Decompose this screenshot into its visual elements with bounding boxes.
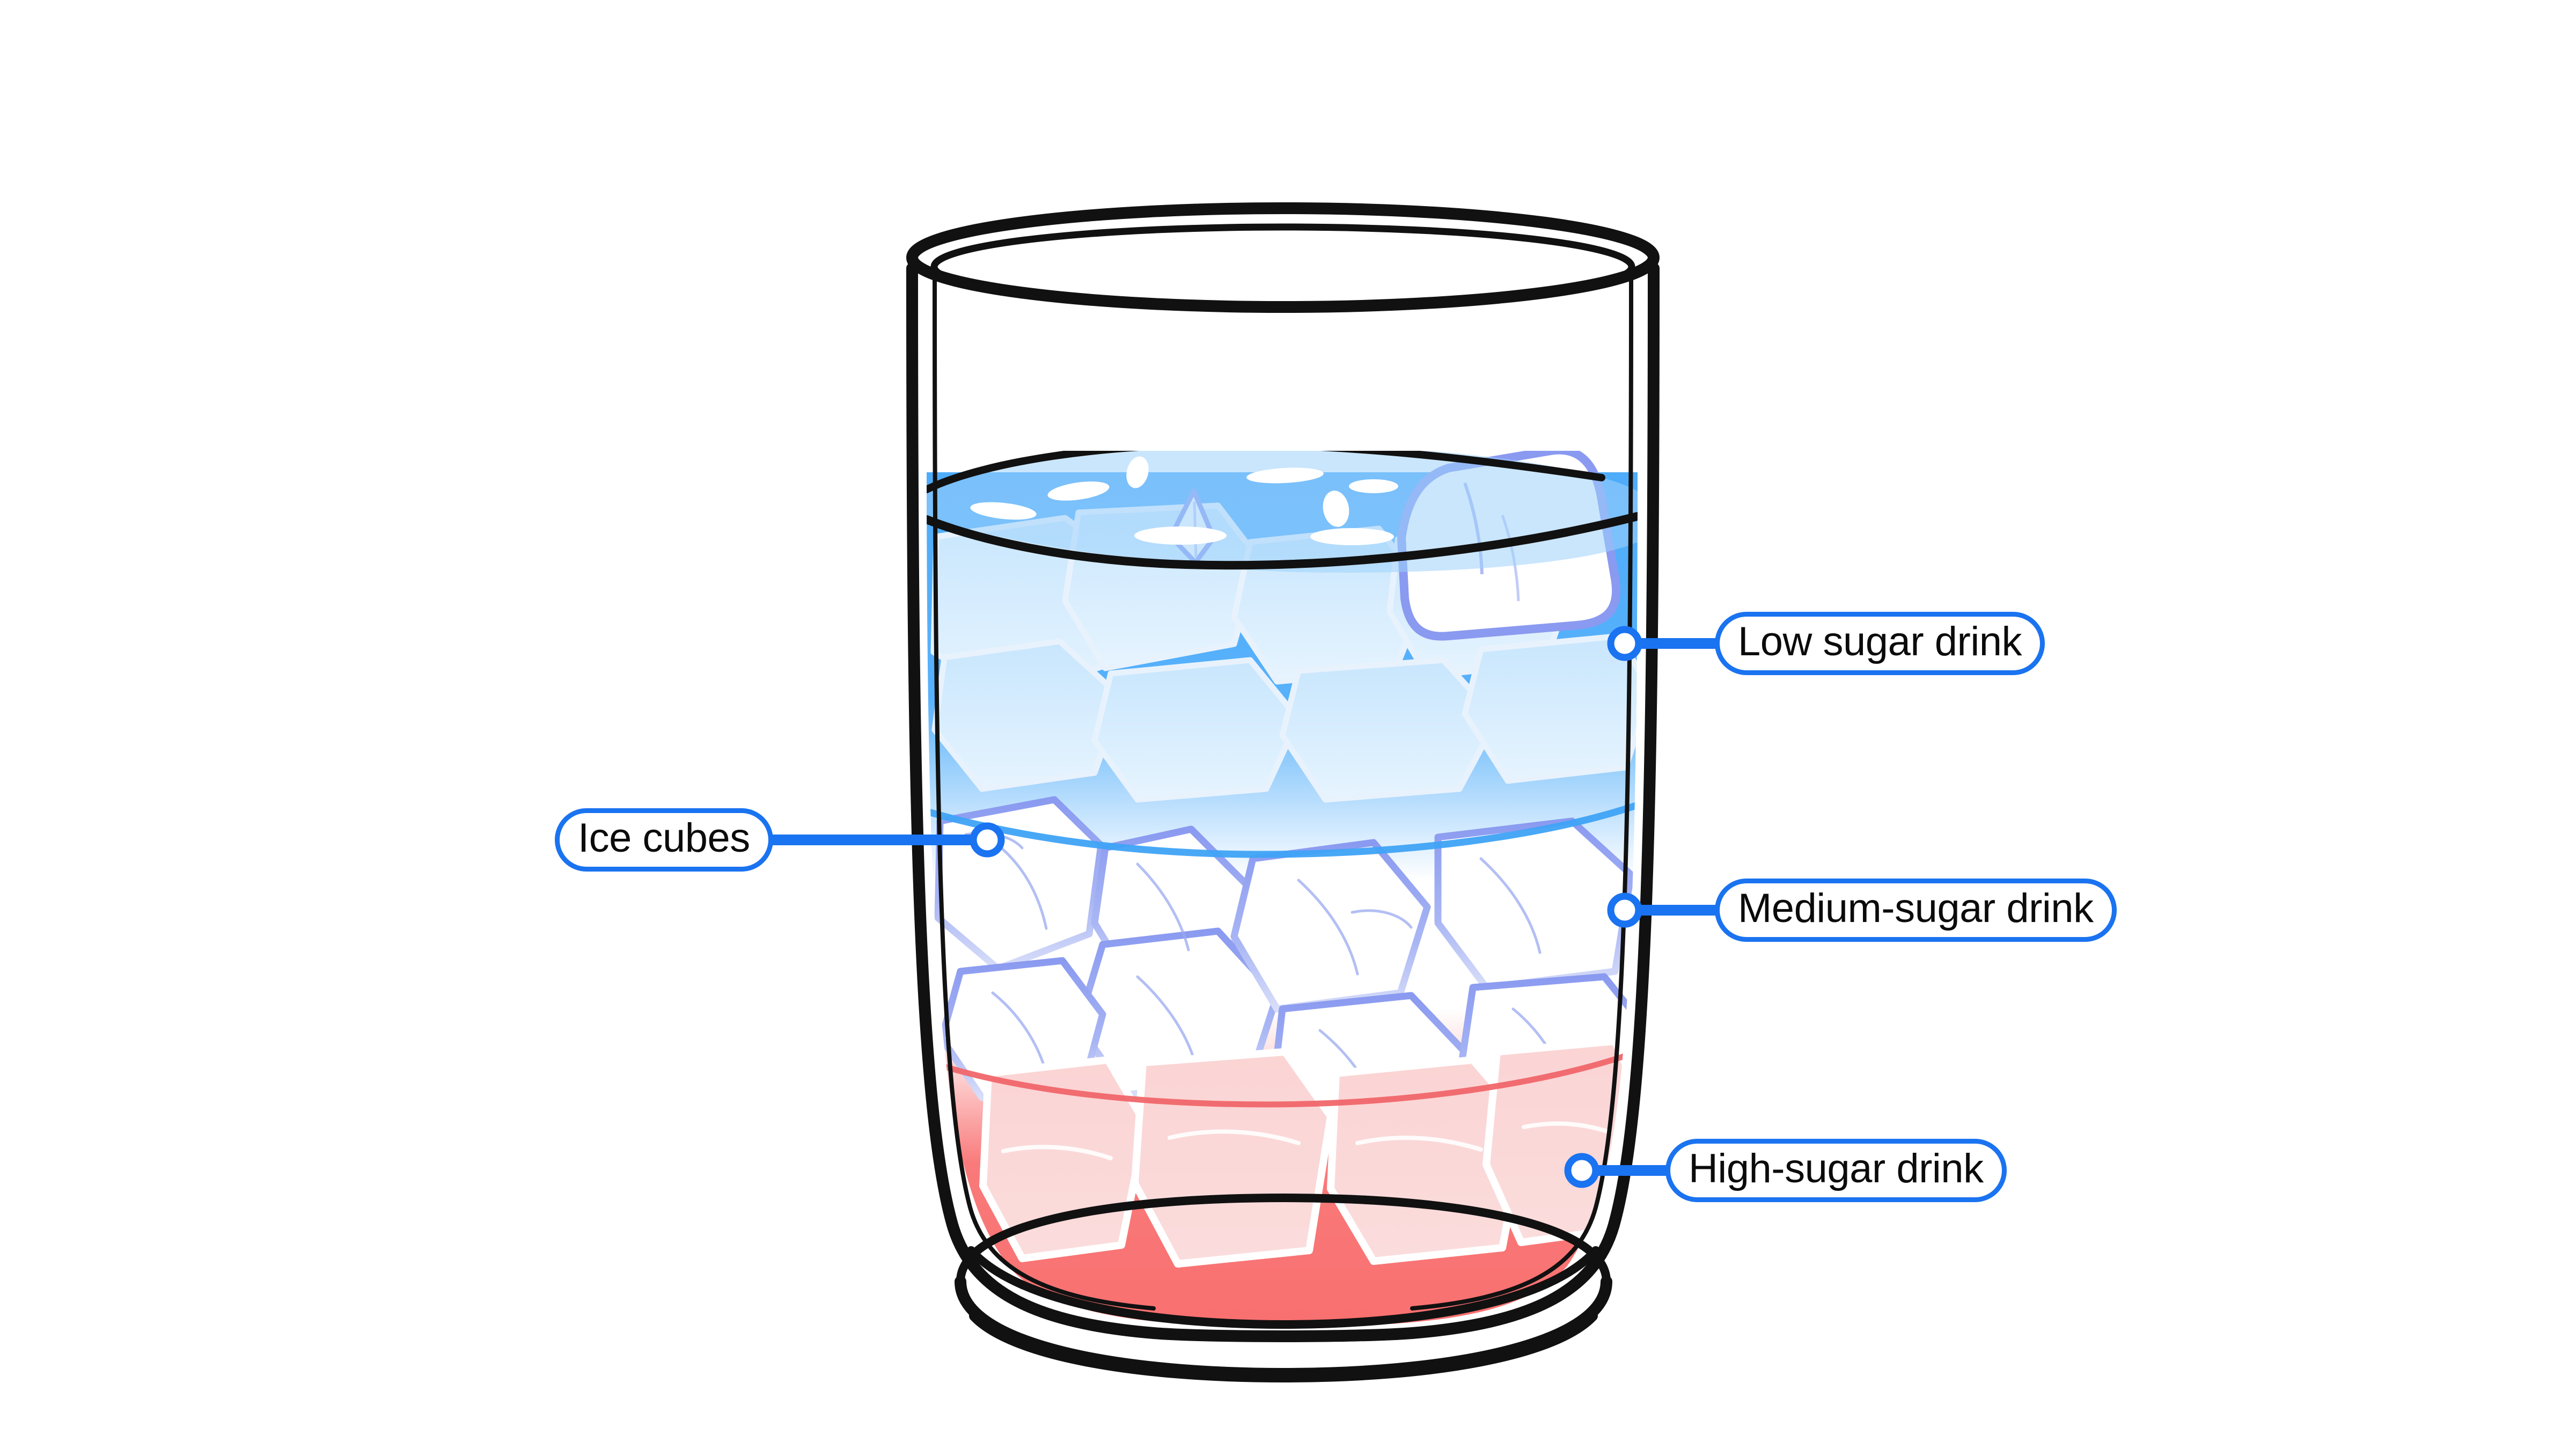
anchor-dot-high-sugar[interactable] — [1564, 1153, 1599, 1188]
callout-leaders — [755, 626, 1717, 1188]
clear-red-boundary — [931, 1050, 1637, 1108]
callout-label-low-sugar: Low sugar drink — [1738, 619, 2022, 664]
waterline-front-stroke — [927, 512, 1638, 570]
glass-contents — [927, 451, 1638, 1327]
callout-label-medium-sugar: Medium-sugar drink — [1738, 885, 2094, 931]
anchor-dot-low-sugar[interactable] — [1607, 626, 1642, 661]
blue-clear-boundary — [927, 801, 1638, 858]
glass-outline — [906, 202, 1660, 1383]
callout-low-sugar-drink[interactable]: Low sugar drink — [1715, 612, 2045, 675]
callout-ice-cubes[interactable]: Ice cubes — [555, 808, 773, 872]
callout-high-sugar-drink[interactable]: High-sugar drink — [1665, 1139, 2007, 1202]
callout-medium-sugar-drink[interactable]: Medium-sugar drink — [1715, 879, 2117, 942]
anchor-dot-ice-cubes[interactable] — [970, 822, 1005, 858]
liquid-surface — [927, 451, 1638, 573]
anchor-dot-medium-sugar[interactable] — [1607, 892, 1642, 928]
callout-label-high-sugar: High-sugar drink — [1689, 1146, 1984, 1191]
surface-highlights — [970, 456, 1398, 545]
ice-highlights-red-zone — [1001, 1121, 1612, 1160]
callout-label-ice-cubes: Ice cubes — [578, 815, 750, 861]
waterline-top-stroke — [927, 451, 1605, 493]
